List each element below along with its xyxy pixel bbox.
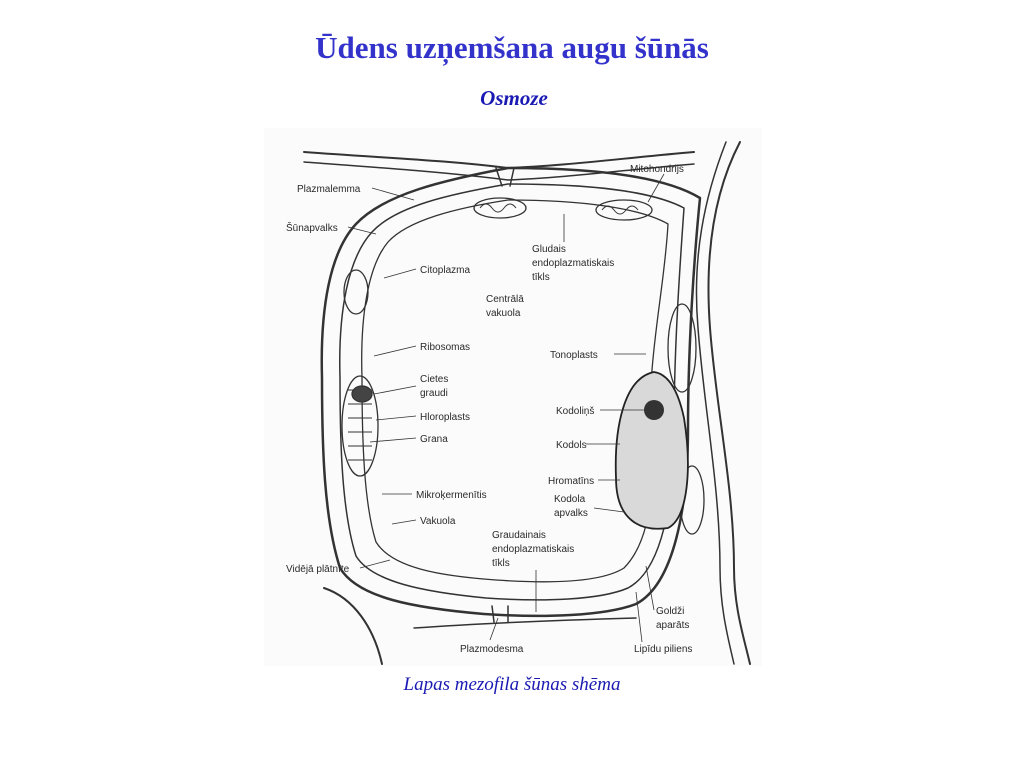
page-subtitle: Osmoze	[480, 86, 548, 110]
label-gludais-1: Gludais	[532, 244, 566, 255]
label-mikrokermenitis: Mikroķermenītis	[416, 490, 487, 501]
label-videja-platnite: Vidējā plātnīte	[286, 564, 350, 575]
label-kodols: Kodols	[556, 440, 587, 451]
label-kodolins: Kodoliņš	[556, 406, 594, 417]
label-ribosomas: Ribosomas	[420, 342, 470, 353]
label-citoplazma: Citoplazma	[420, 265, 470, 276]
label-goldzi-2: aparāts	[656, 620, 689, 631]
mitochondrion-right	[595, 199, 653, 221]
cell-diagram: Plazmalemma Šūnapvalks Citoplazma Riboso…	[264, 128, 762, 666]
neighbor-wall-left-bottom	[323, 587, 383, 665]
label-graudainais-2: endoplazmatiskais	[492, 544, 574, 555]
labels: Plazmalemma Šūnapvalks Citoplazma Riboso…	[286, 164, 692, 655]
neighbor-wall-right	[707, 141, 751, 665]
plasmodesma-bottom	[491, 605, 509, 623]
chloroplast-left	[341, 375, 379, 477]
label-graudainais-1: Graudainais	[492, 530, 546, 541]
cell-wall-outer	[320, 166, 702, 618]
label-grana: Grana	[420, 434, 448, 445]
label-cietes-2: graudi	[420, 388, 448, 399]
nucleus	[614, 371, 689, 530]
label-centrala-2: vakuola	[486, 308, 521, 319]
chloroplast-right	[667, 303, 697, 393]
tonoplast	[361, 199, 669, 583]
mitochondrion-left	[343, 269, 369, 315]
label-mitohondrijs: Mitohondrijs	[630, 164, 684, 175]
cell-diagram-svg: Plazmalemma Šūnapvalks Citoplazma Riboso…	[286, 141, 751, 665]
label-gludais-3: tīkls	[532, 272, 550, 283]
label-centrala-1: Centrālā	[486, 294, 524, 305]
label-plazmalemma: Plazmalemma	[297, 184, 361, 195]
label-lipidu-piliens: Lipīdu piliens	[634, 644, 692, 655]
neighbor-wall-top-2	[303, 161, 695, 181]
label-plazmodesma: Plazmodesma	[460, 644, 524, 655]
neighbor-wall-right-2	[695, 141, 735, 665]
label-cietes-1: Cietes	[420, 374, 448, 385]
label-gludais-2: endoplazmatiskais	[532, 258, 614, 269]
label-vakuola: Vakuola	[420, 516, 456, 527]
label-goldzi-1: Goldži	[656, 606, 684, 617]
label-hloroplasts: Hloroplasts	[420, 412, 470, 423]
label-tonoplasts: Tonoplasts	[550, 350, 598, 361]
label-kodola-1: Kodola	[554, 494, 586, 505]
label-hromatins: Hromatīns	[548, 476, 594, 487]
figure-caption: Lapas mezofila šūnas shēma	[403, 674, 621, 695]
label-sunapvalks: Šūnapvalks	[286, 221, 338, 234]
neighbor-wall-bottom	[413, 617, 637, 629]
leader-lines	[347, 173, 665, 643]
nucleolus	[644, 400, 664, 420]
label-kodola-2: apvalks	[554, 508, 588, 519]
page-title: Ūdens uzņemšana augu šūnās	[315, 30, 709, 65]
label-graudainais-3: tīkls	[492, 558, 510, 569]
plasmodesma-top	[495, 167, 515, 187]
mitochondrion-top	[473, 197, 527, 219]
